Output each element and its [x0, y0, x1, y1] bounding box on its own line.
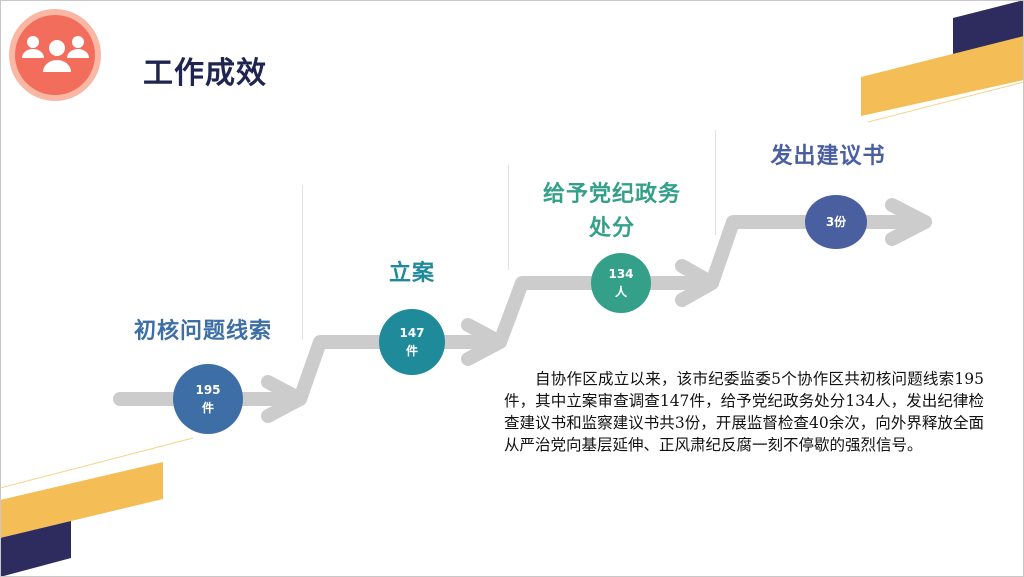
- step-label-proposal: 发出建议书: [770, 144, 886, 169]
- badge-value: 134: [608, 267, 634, 281]
- step-label-case: 立案: [388, 261, 435, 286]
- label-line: 给予党纪政务: [542, 182, 681, 207]
- step-label-discipline: 给予党纪政务 处分: [512, 178, 712, 246]
- step-badge-147: 147 件: [379, 309, 445, 375]
- thin-line-top-right: [867, 81, 1024, 123]
- step-badge-134: 134 人: [591, 253, 651, 313]
- thin-line-bottom-left: [0, 437, 194, 489]
- badge-unit: 人: [614, 285, 627, 299]
- step-label-clues: 初核问题线索: [133, 319, 272, 344]
- step-badge-195: 195 件: [173, 364, 243, 434]
- people-group-icon: [9, 9, 101, 101]
- separator: [508, 165, 509, 270]
- summary-paragraph: 自协作区成立以来，该市纪委监委5个协作区共初核问题线索195件，其中立案审查调查…: [504, 370, 984, 454]
- badge-value: 147: [399, 326, 425, 340]
- separator: [302, 185, 303, 340]
- navy-band-bottom-left: [0, 521, 71, 577]
- staircase-arrow: [113, 198, 932, 423]
- yellow-band-bottom-left: [0, 462, 163, 538]
- separator: [715, 130, 716, 235]
- label-line: 处分: [588, 216, 635, 241]
- badge-unit: 件: [405, 344, 418, 358]
- page-title: 工作成效: [143, 56, 267, 91]
- badge-unit: 件: [201, 401, 214, 415]
- yellow-band-top-right: [861, 36, 1024, 116]
- badge-value: 195: [195, 383, 221, 397]
- step-badge-3: 3份: [805, 195, 867, 249]
- badge-value: 3份: [825, 215, 847, 229]
